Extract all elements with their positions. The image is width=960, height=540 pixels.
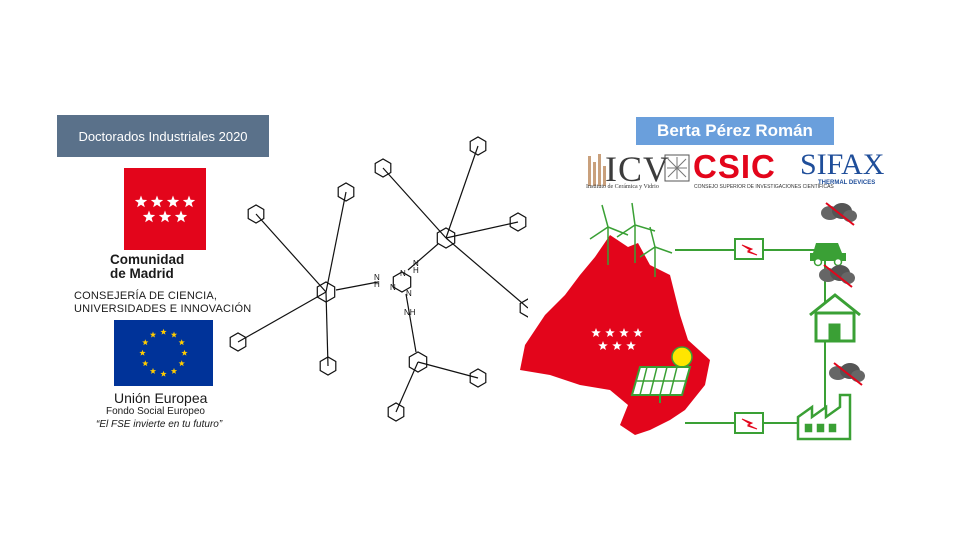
- star-icon: [142, 210, 156, 223]
- molecule-structure: N H N H NH N N N: [229, 136, 528, 422]
- star-icon: [170, 331, 178, 338]
- star-icon: [174, 210, 188, 223]
- bond: [405, 293, 417, 353]
- bond: [445, 221, 519, 239]
- benzene-ring: [392, 271, 412, 293]
- department-line2: UNIVERSIDADES E INNOVACIÓN: [74, 303, 252, 315]
- star-icon: [160, 370, 167, 377]
- amine-label: H: [374, 280, 380, 289]
- star-icon: [170, 367, 178, 374]
- bond: [417, 361, 479, 379]
- eu-flag: [114, 320, 213, 386]
- star-icon: [134, 195, 148, 208]
- benzene-ring: [469, 136, 487, 156]
- star-icon-group: [134, 195, 196, 223]
- energy-illustration: [520, 202, 865, 441]
- triazine-n: N: [400, 269, 406, 278]
- star-icon: [178, 339, 185, 346]
- star-icon: [158, 210, 172, 223]
- bond: [237, 291, 327, 343]
- author-name: Berta Pérez Román: [636, 117, 834, 145]
- power-lines: [675, 249, 826, 424]
- department-line1: CONSEJERÍA DE CIENCIA,: [74, 290, 218, 302]
- benzene-ring: [387, 402, 405, 422]
- benzene-ring: [319, 356, 337, 376]
- star-icon: [612, 341, 622, 351]
- star-icon: [139, 349, 146, 356]
- wind-turbine-icon: [589, 202, 673, 277]
- sifax-subtitle: THERMAL DEVICES: [818, 180, 876, 186]
- csic-emblem-icon: [664, 154, 690, 182]
- benzene-ring: [247, 204, 265, 224]
- star-icon: [619, 328, 629, 338]
- bond: [325, 191, 347, 293]
- bond: [382, 167, 447, 239]
- star-icon: [598, 341, 608, 351]
- star-icon: [182, 195, 196, 208]
- star-icon: [160, 328, 167, 335]
- icv-emblem-icon: [588, 154, 606, 186]
- benzene-ring: [509, 212, 527, 232]
- icv-subtitle: Instituto de Cerámica y Vidrio: [586, 184, 659, 190]
- benzene-ring: [337, 182, 355, 202]
- icv-logo: ICV: [605, 149, 670, 189]
- region-name-line2: de Madrid: [110, 266, 174, 281]
- bond: [445, 237, 528, 309]
- csic-logo: CSIC: [693, 148, 776, 185]
- solar-panel-icon: [630, 346, 693, 403]
- benzene-ring: [408, 351, 428, 373]
- csic-subtitle: CONSEJO SUPERIOR DE INVESTIGACIONES CIEN…: [694, 184, 834, 190]
- amine-label: NH: [404, 308, 416, 317]
- bond: [325, 291, 329, 367]
- eu-name: Unión Europea: [114, 390, 208, 406]
- benzene-ring: [519, 298, 528, 318]
- star-icon: [626, 341, 636, 351]
- comunidad-madrid-logo: [124, 168, 206, 250]
- bond: [445, 145, 479, 239]
- star-icon: [605, 328, 615, 338]
- car-icon: [810, 243, 846, 267]
- madrid-map: [520, 235, 710, 435]
- bond: [395, 361, 419, 413]
- star-icon: [150, 195, 164, 208]
- amine-label: N: [413, 259, 419, 268]
- star-icon: [142, 360, 149, 367]
- star-icon: [591, 328, 601, 338]
- star-icon: [142, 339, 149, 346]
- triazine-n: N: [390, 283, 396, 292]
- bond: [255, 213, 327, 293]
- eu-stars: [139, 328, 188, 377]
- bond: [407, 243, 439, 271]
- star-icon: [149, 331, 157, 338]
- benzene-ring: [374, 158, 392, 178]
- factory-icon: [796, 393, 852, 441]
- fund-name: Fondo Social Europeo: [106, 406, 205, 417]
- benzene-ring: [469, 368, 487, 388]
- star-icon: [181, 349, 188, 356]
- house-icon: [809, 293, 861, 343]
- benzene-ring: [436, 227, 456, 249]
- sifax-logo: SIFAX: [800, 148, 885, 181]
- bond: [335, 281, 379, 291]
- star-icon: [633, 328, 643, 338]
- region-name-line1: Comunidad: [110, 252, 185, 267]
- program-banner: Doctorados Industriales 2020: [57, 115, 269, 157]
- star-icon: [166, 195, 180, 208]
- smoke-cloud-icon: [819, 202, 865, 386]
- fund-motto: “El FSE invierte en tu futuro”: [96, 419, 223, 430]
- triazine-n: N: [406, 289, 412, 298]
- star-icon: [178, 360, 185, 367]
- star-icon: [149, 367, 157, 374]
- amine-label: H: [413, 266, 419, 275]
- lightning-icon: [734, 238, 764, 434]
- amine-label: N: [374, 273, 380, 282]
